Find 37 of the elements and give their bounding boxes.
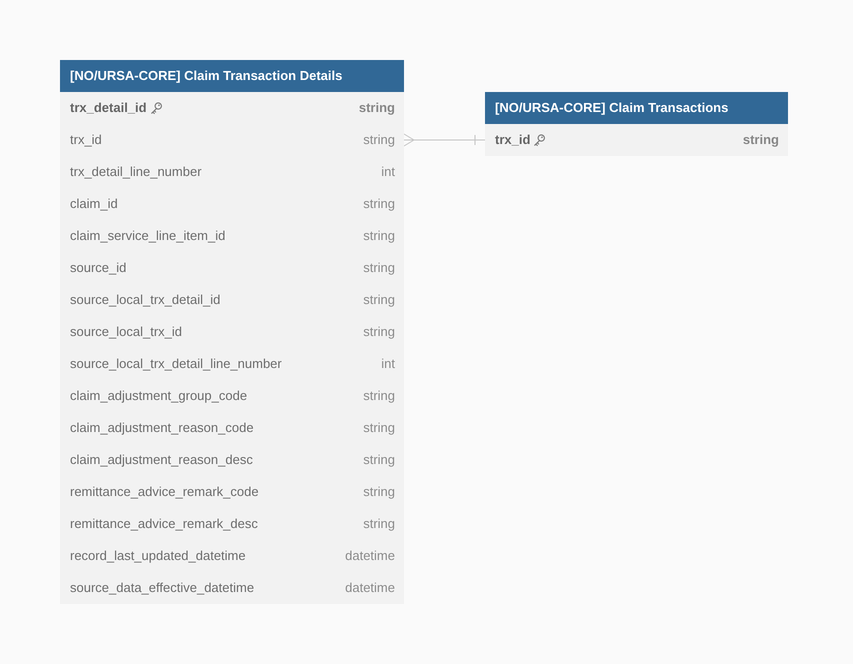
field-name: claim_adjustment_group_code	[70, 388, 248, 404]
field-type: string	[363, 420, 395, 436]
field-type: string	[363, 292, 395, 308]
field-name: record_last_updated_datetime	[70, 548, 246, 564]
field-type: datetime	[345, 580, 395, 596]
field-name: trx_detail_line_number	[70, 164, 202, 180]
field-type: string	[742, 132, 779, 148]
field-type: int	[381, 356, 395, 372]
field-name: claim_id	[70, 196, 118, 212]
field-name: remittance_advice_remark_code	[70, 484, 259, 500]
field-name: remittance_advice_remark_desc	[70, 516, 258, 532]
field-type: int	[381, 164, 395, 180]
field-type: string	[363, 132, 395, 148]
field-name: trx_detail_id	[70, 100, 147, 116]
field-type: string	[363, 228, 395, 244]
field-name: source_id	[70, 260, 126, 276]
field-type: string	[363, 484, 395, 500]
field-name: source_local_trx_detail_line_number	[70, 356, 282, 372]
field-name: claim_service_line_item_id	[70, 228, 226, 244]
field-type: string	[363, 388, 395, 404]
field-name: claim_adjustment_reason_desc	[70, 452, 253, 468]
field-name: trx_id	[495, 132, 530, 148]
field-type: string	[363, 324, 395, 340]
field-name: claim_adjustment_reason_code	[70, 420, 254, 436]
field-name: source_local_trx_detail_id	[70, 292, 220, 308]
table-header: [NO/URSA-CORE] Claim Transactions	[485, 92, 788, 124]
field-type: string	[363, 452, 395, 468]
field-name: source_data_effective_datetime	[70, 580, 254, 596]
field-name: trx_id	[70, 132, 102, 148]
field-type: string	[363, 196, 395, 212]
field-type: string	[358, 100, 395, 116]
field-type: datetime	[345, 548, 395, 564]
field-type: string	[363, 516, 395, 532]
field-type: string	[363, 260, 395, 276]
field-name: source_local_trx_id	[70, 324, 182, 340]
table-header: [NO/URSA-CORE] Claim Transaction Details	[60, 60, 404, 92]
relationship-line	[404, 134, 486, 146]
